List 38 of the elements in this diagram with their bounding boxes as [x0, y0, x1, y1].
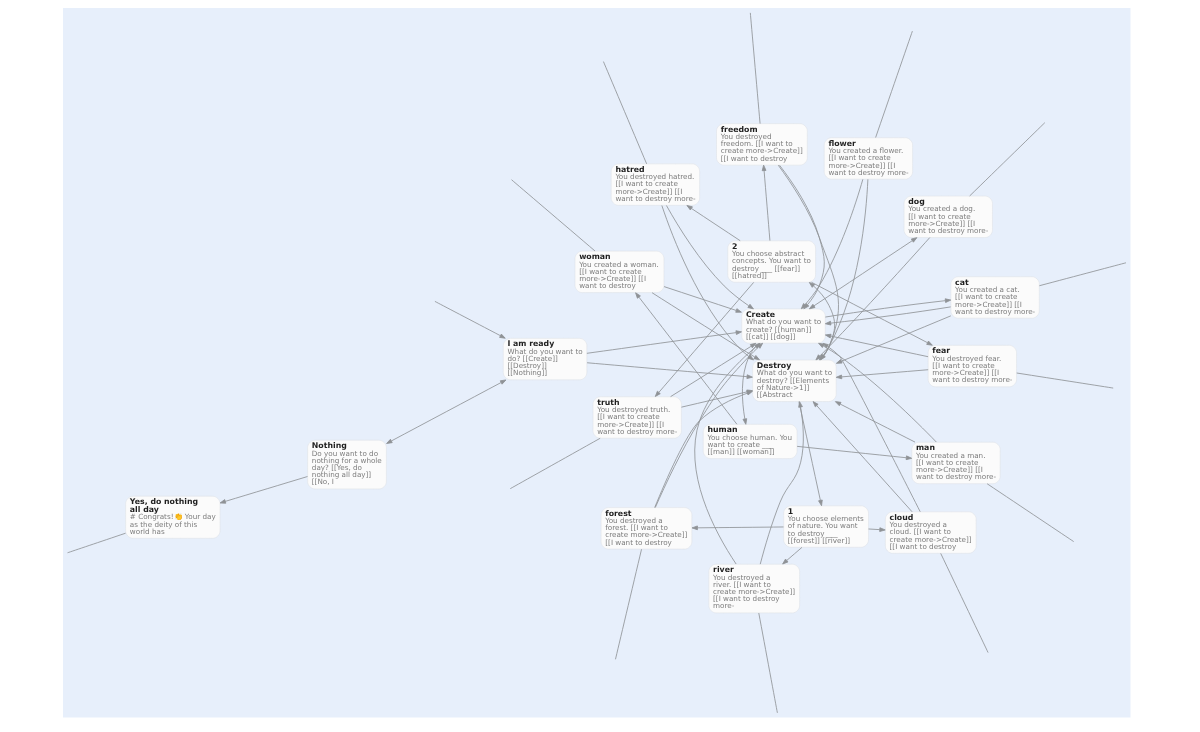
- arrow: [663, 286, 742, 313]
- arrow: [434, 300, 506, 339]
- connector: [511, 179, 596, 252]
- connector: [603, 61, 648, 165]
- connector: [940, 552, 989, 653]
- connector: [615, 548, 642, 660]
- connector: [67, 532, 126, 554]
- connector: [1016, 372, 1114, 389]
- connector: [969, 122, 1046, 197]
- connector: [1039, 262, 1127, 287]
- arrow: [635, 292, 738, 425]
- arrow: [824, 298, 952, 318]
- arrow: [386, 379, 507, 444]
- arrow: [868, 527, 886, 532]
- connector: [509, 437, 601, 490]
- arrow: [811, 281, 933, 346]
- connector: [986, 483, 1075, 542]
- arrow: [661, 205, 754, 361]
- arrow: [686, 205, 741, 242]
- connector: [758, 612, 778, 714]
- arrow: [586, 362, 753, 379]
- arrow: [759, 401, 804, 565]
- arrow: [796, 445, 913, 461]
- arrow: [812, 401, 913, 513]
- arrow: [835, 369, 929, 380]
- connector: [749, 12, 761, 125]
- arrow: [834, 401, 916, 443]
- arrow: [761, 164, 771, 241]
- arrow: [824, 306, 952, 326]
- arrow: [809, 237, 918, 310]
- arrow: [798, 401, 823, 507]
- arrow: [691, 525, 784, 531]
- arrow: [782, 546, 803, 565]
- connector: [875, 30, 913, 138]
- arrow: [666, 205, 754, 310]
- arrow: [835, 315, 952, 364]
- arrow: [219, 476, 308, 504]
- arrow: [586, 330, 742, 354]
